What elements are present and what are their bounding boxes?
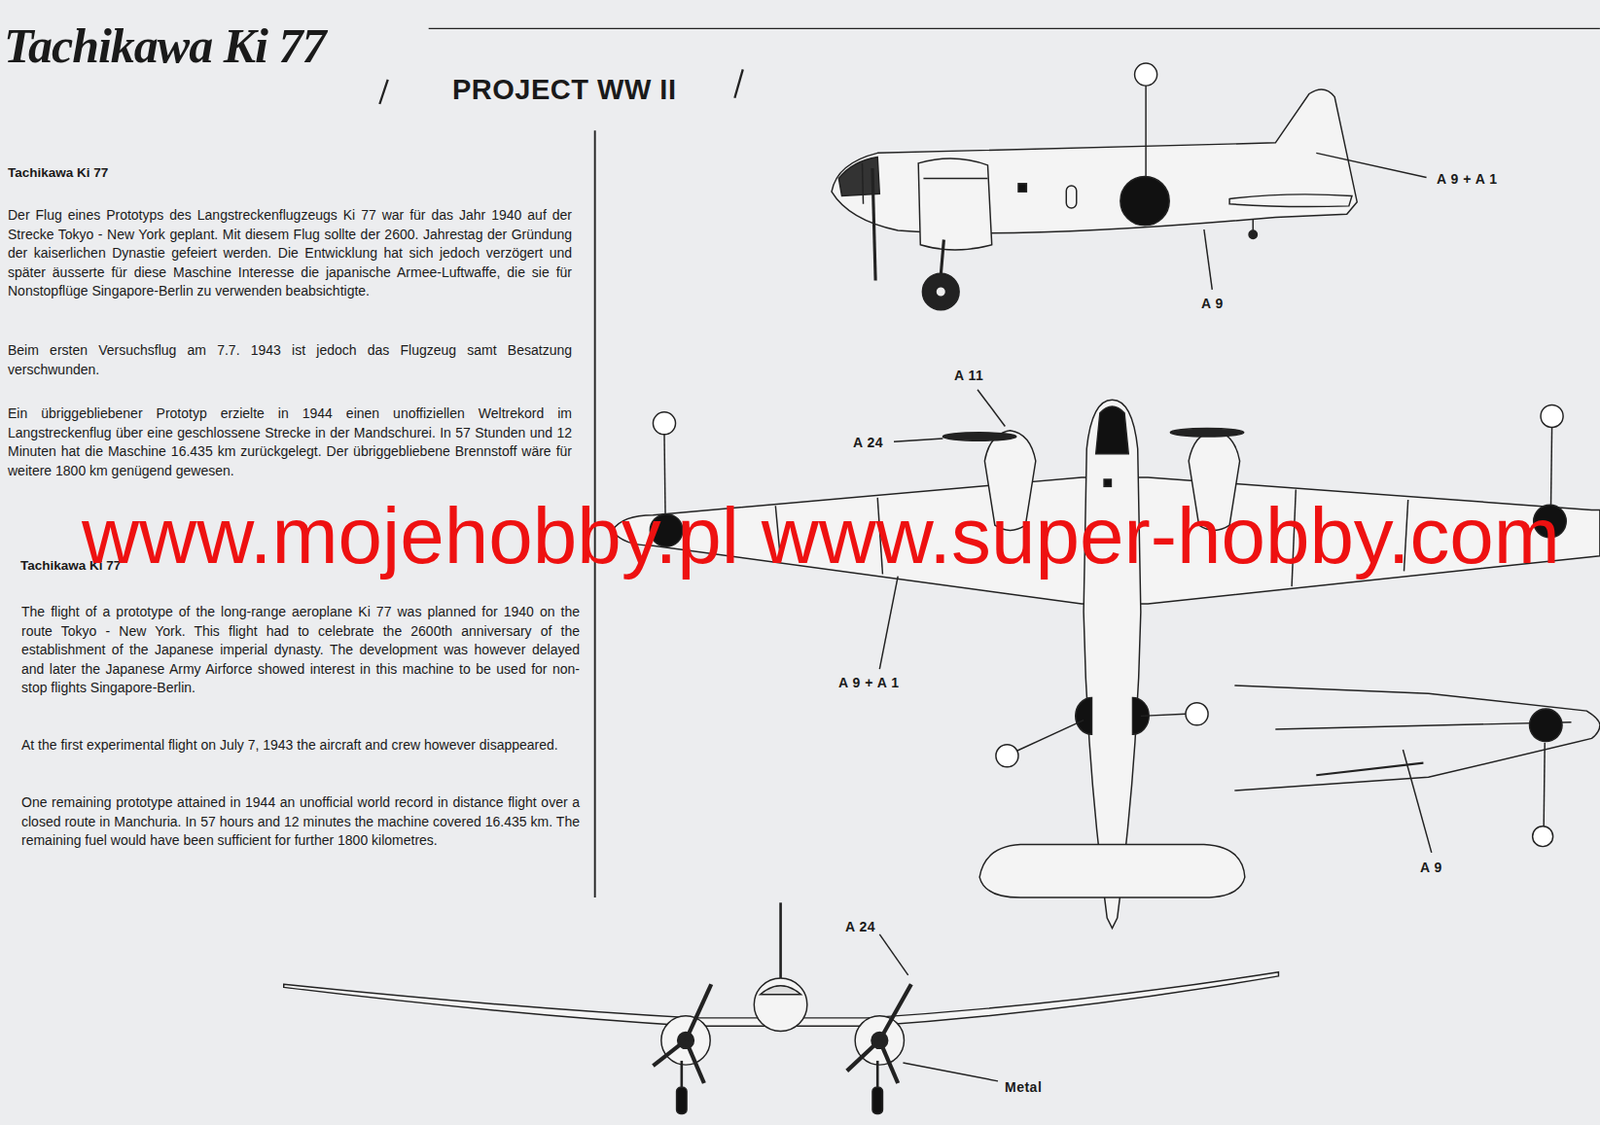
callout-number: A 24	[845, 919, 876, 935]
callout-number: A 9 + A 1	[1436, 171, 1497, 187]
sheet-title: Tachikawa Ki 77	[3, 17, 325, 74]
callout-number: Metal	[1004, 1079, 1042, 1096]
callout-number: A 9	[1201, 295, 1224, 312]
paragraph: The flight of a prototype of the long-ra…	[21, 603, 580, 699]
callout-number: A 9	[1420, 859, 1443, 876]
paragraph: Der Flug eines Prototyps des Langstrecke…	[7, 206, 572, 302]
watermark: www.mojehobby.pl www.super-hobby.com	[81, 496, 1561, 576]
callout-number: A 11	[954, 367, 984, 384]
paragraph: One remaining prototype attained in 1944…	[21, 793, 580, 852]
callout-number: A 9 + A 1	[838, 675, 899, 691]
callout-number: A 24	[853, 434, 884, 451]
paragraph: Beim ersten Versuchsflug am 7.7. 1943 is…	[7, 341, 572, 380]
series-heading: PROJECT WW II	[452, 73, 676, 107]
section-heading: Tachikawa Ki 77	[7, 165, 108, 180]
paragraph: Ein übriggebliebener Prototyp erzielte i…	[7, 404, 572, 481]
paragraph: At the first experimental flight on July…	[21, 736, 580, 756]
